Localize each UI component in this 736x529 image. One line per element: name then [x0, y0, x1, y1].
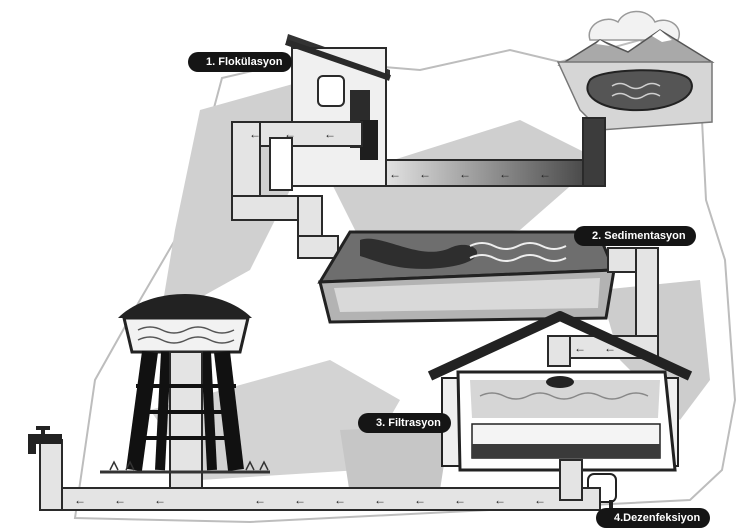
pipe-bottom-supply [39, 439, 601, 511]
flow-arrow: ← [604, 341, 616, 355]
flow-arrow: ← [419, 167, 431, 181]
flow-arrow: ← [454, 493, 466, 507]
flow-arrow: ← [389, 167, 401, 181]
water-tower-icon [100, 294, 270, 489]
flow-arrow: ← [324, 127, 336, 141]
flow-arrow: ← [254, 493, 266, 507]
flocculation-tank-icon [285, 34, 391, 187]
flow-arrow: ← [334, 493, 346, 507]
flow-arrow: ← [74, 493, 86, 507]
flow-arrow: ← [414, 493, 426, 507]
flow-arrow: ← [539, 167, 551, 181]
lake-icon [556, 61, 713, 131]
flow-arrow: ← [284, 127, 296, 141]
flow-arrow: ← [154, 493, 166, 507]
step-label-dezenfeksiyon: 4.Dezenfeksiyon [596, 508, 711, 528]
flow-arrow: ← [374, 493, 386, 507]
flow-arrow: ← [294, 493, 306, 507]
pipe-lake-to-flocculation [379, 117, 606, 187]
step-label-filtrasyon: 3. Filtrasyon [358, 413, 451, 433]
step-label-sedimentasyon: 2. Sedimentasyon [574, 226, 696, 246]
flow-arrow: ← [249, 127, 261, 141]
flow-arrow: ← [574, 341, 586, 355]
mountain-icon [557, 29, 715, 66]
step-label-flokulasyon: 1. Flokülasyon [188, 52, 293, 72]
flow-arrow: ← [459, 167, 471, 181]
flow-arrow: ← [494, 493, 506, 507]
flow-arrows: ← ← ← ← ← ← ← ← ← ← ← ← ← ← ← ← ← ← ← ← … [74, 127, 616, 507]
filtration-house-icon [427, 311, 693, 472]
flow-arrow: ← [534, 493, 546, 507]
pipe-flocculation-loop [231, 121, 363, 259]
faucet-icon [28, 426, 62, 454]
pipe-sedimentation-to-filtration [547, 247, 659, 367]
flow-arrow: ← [499, 167, 511, 181]
flow-arrow: ← [114, 493, 126, 507]
land-shade-lower-right [340, 425, 450, 495]
sedimentation-basin-icon [317, 230, 617, 324]
